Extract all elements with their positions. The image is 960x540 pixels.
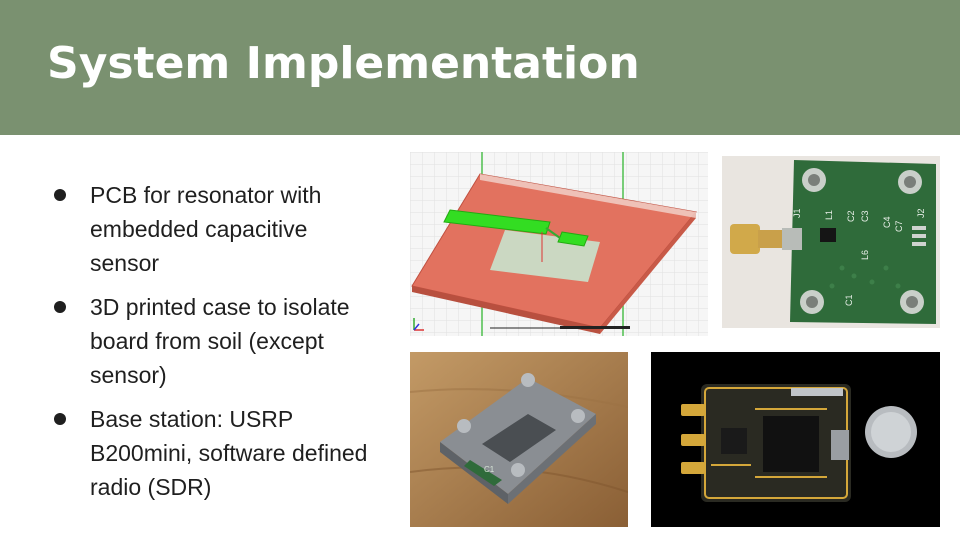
pcb-label-c1: C1 [844,294,854,306]
sdr-photo [651,352,940,527]
pcb-label-c4: C4 [882,216,892,228]
pcb-label-c2: C2 [846,210,856,222]
pcb-label-l6: L6 [860,250,870,260]
bullet-item: PCB for resonator with embedded capaciti… [50,178,370,280]
title-bar: System Implementation [0,0,960,135]
bullet-dot-icon [54,413,66,425]
bullet-list: PCB for resonator with embedded capaciti… [50,178,370,514]
pcb-label-j1: J1 [792,208,802,218]
slide-title: System Implementation [47,38,640,89]
pcb-label-l1: L1 [824,210,834,220]
pcb-label-c3: C3 [860,210,870,222]
bullet-dot-icon [54,189,66,201]
case-label: C1 [484,465,495,474]
bullet-text: Base station: USRP B200mini, software de… [90,406,368,500]
simulation-model-image [410,152,708,336]
pcb-photo: J1 L1 C2 C3 C4 C7 J2 L6 C1 [722,156,940,328]
pcb-label-j2: J2 [916,208,926,218]
bullet-text: PCB for resonator with embedded capaciti… [90,182,322,276]
bullet-text: 3D printed case to isolate board from so… [90,294,350,388]
bullet-dot-icon [54,301,66,313]
pcb-label-c7: C7 [894,220,904,232]
case-photo: C1 [410,352,628,527]
bullet-item: 3D printed case to isolate board from so… [50,290,370,392]
bullet-item: Base station: USRP B200mini, software de… [50,402,370,504]
